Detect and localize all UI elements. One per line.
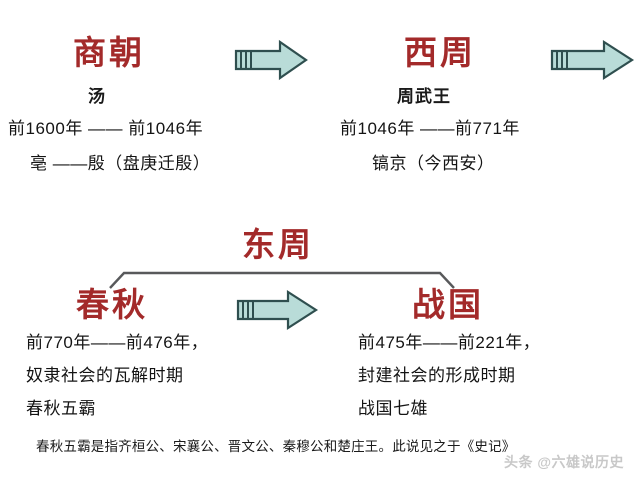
bracket-icon-dongzhou <box>108 262 456 295</box>
society-zhanguo: 封建社会的形成时期 <box>358 366 516 385</box>
dynasty-title-xizhou: 西周 <box>404 34 476 71</box>
right-arrow-icon-xizhou-to-dongzhou <box>548 38 636 87</box>
capital-xizhou: 镐京（今西安） <box>372 154 495 173</box>
period-xizhou: 前1046年 ——前771年 <box>340 119 520 138</box>
right-arrow-icon-shang-to-xizhou <box>232 38 310 87</box>
dynasty-title-chunqiu: 春秋 <box>76 286 148 323</box>
capital-shang: 亳 ——殷（盘庚迁殷） <box>30 154 211 173</box>
right-arrow-icon-chunqiu-to-zhanguo <box>234 288 320 337</box>
ruler-name-xizhou: 周武王 <box>397 87 451 106</box>
period-shang: 前1600年 —— 前1046年 <box>8 119 204 138</box>
watermark-label: 头条 @六雄说历史 <box>504 454 625 470</box>
period-chunqiu: 前770年——前476年， <box>26 333 209 352</box>
dynasty-title-shang: 商朝 <box>73 34 145 71</box>
dynasty-title-dongzhou: 东周 <box>242 226 314 263</box>
society-chunqiu: 奴隶社会的瓦解时期 <box>26 366 184 385</box>
note-zhanguo: 战国七雄 <box>358 399 428 418</box>
dynasty-title-zhanguo: 战国 <box>412 286 484 323</box>
ruler-name-shang: 汤 <box>88 87 106 106</box>
note-chunqiu: 春秋五霸 <box>26 399 96 418</box>
period-zhanguo: 前475年——前221年， <box>358 333 541 352</box>
footnote-text: 春秋五霸是指齐桓公、宋襄公、晋文公、秦穆公和楚庄王。此说见之于《史记》 <box>36 439 516 454</box>
